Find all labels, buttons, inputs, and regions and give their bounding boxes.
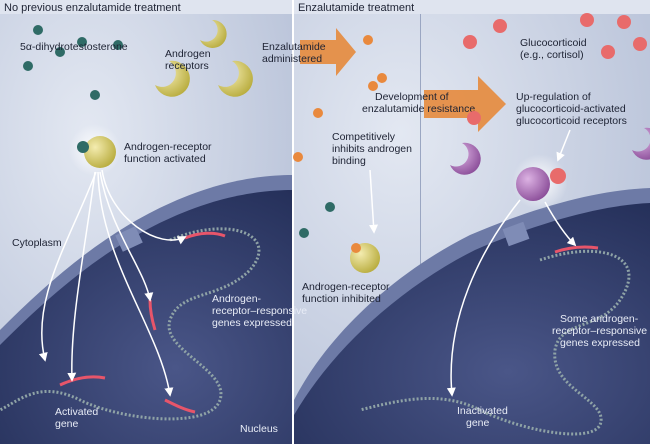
right-header: Enzalutamide treatment bbox=[298, 2, 414, 14]
ar-genes-label-3: genes expressed bbox=[212, 317, 292, 329]
left-dna bbox=[0, 227, 261, 421]
right-dna bbox=[359, 245, 631, 436]
activated-gr bbox=[512, 154, 568, 210]
glucocorticoid-molecules bbox=[463, 13, 647, 125]
resistance-label-2: enzalutamide resistance bbox=[362, 103, 475, 115]
upregulation-label-1: Up-regulation of bbox=[516, 91, 591, 103]
right-nucleus bbox=[294, 188, 650, 444]
activated-receptor bbox=[69, 124, 121, 176]
left-header-bar bbox=[0, 0, 292, 14]
glucocorticoid-label-1: Glucocorticoid bbox=[520, 37, 587, 49]
androgen-receptors bbox=[155, 19, 253, 97]
ar-inhibited-label-1: Androgen-receptor bbox=[302, 281, 390, 293]
enzalutamide-label-1: Enzalutamide bbox=[262, 41, 326, 53]
dht-label: 5α-dihydrotestosterone bbox=[20, 41, 128, 53]
upreg-arrow bbox=[556, 129, 571, 162]
activated-gene-label-2: gene bbox=[55, 418, 79, 430]
dht-molecules-middle bbox=[299, 202, 335, 238]
inactivated-gene-label-1: Inactivated bbox=[457, 405, 508, 417]
some-ar-genes-label-3: genes expressed bbox=[560, 337, 640, 349]
ar-genes-label-2: receptor–responsive bbox=[212, 305, 307, 317]
competitive-label-1: Competitively bbox=[332, 131, 396, 143]
enzalutamide-label-2: administered bbox=[262, 53, 322, 65]
enzalutamide-arrow bbox=[300, 28, 356, 76]
upregulation-label-2: glucocorticoid-activated bbox=[516, 103, 626, 115]
ar-activated-label-1: Androgen-receptor bbox=[124, 141, 212, 153]
ar-genes-label-1: Androgen- bbox=[212, 293, 262, 305]
left-arrows bbox=[38, 169, 187, 397]
androgen-receptors-label-1: Androgen bbox=[165, 48, 211, 60]
glucocorticoid-label-2: (e.g., cortisol) bbox=[520, 49, 584, 61]
left-header: No previous enzalutamide treatment bbox=[4, 2, 181, 14]
androgen-receptors-label-2: receptors bbox=[165, 60, 209, 72]
right-header-bar bbox=[294, 0, 650, 14]
competitive-label-3: binding bbox=[332, 155, 366, 167]
cytoplasm-label: Cytoplasm bbox=[12, 237, 62, 249]
nucleus-label: Nucleus bbox=[240, 423, 278, 435]
gr-receptors bbox=[450, 127, 650, 175]
enzalutamide-molecules bbox=[293, 35, 387, 162]
inactivated-gene-label-2: gene bbox=[466, 417, 490, 429]
inhibited-receptor bbox=[350, 243, 380, 273]
resistance-arrow bbox=[424, 76, 506, 132]
right-arrows bbox=[446, 199, 577, 397]
ar-inhibited-label-2: function inhibited bbox=[302, 293, 381, 305]
inhibit-arrow bbox=[369, 169, 379, 234]
activated-gene-label-1: Activated bbox=[55, 406, 98, 418]
competitive-label-2: inhibits androgen bbox=[332, 143, 412, 155]
some-ar-genes-label-1: Some androgen- bbox=[560, 313, 639, 325]
dht-molecules bbox=[23, 25, 123, 100]
ar-activated-label-2: function activated bbox=[124, 153, 206, 165]
upregulation-label-3: glucocorticoid receptors bbox=[516, 115, 627, 127]
sub-divider bbox=[420, 14, 421, 444]
some-ar-genes-label-2: receptor–responsive bbox=[552, 325, 647, 337]
panel-divider bbox=[292, 0, 294, 444]
resistance-label-1: Development of bbox=[375, 91, 449, 103]
